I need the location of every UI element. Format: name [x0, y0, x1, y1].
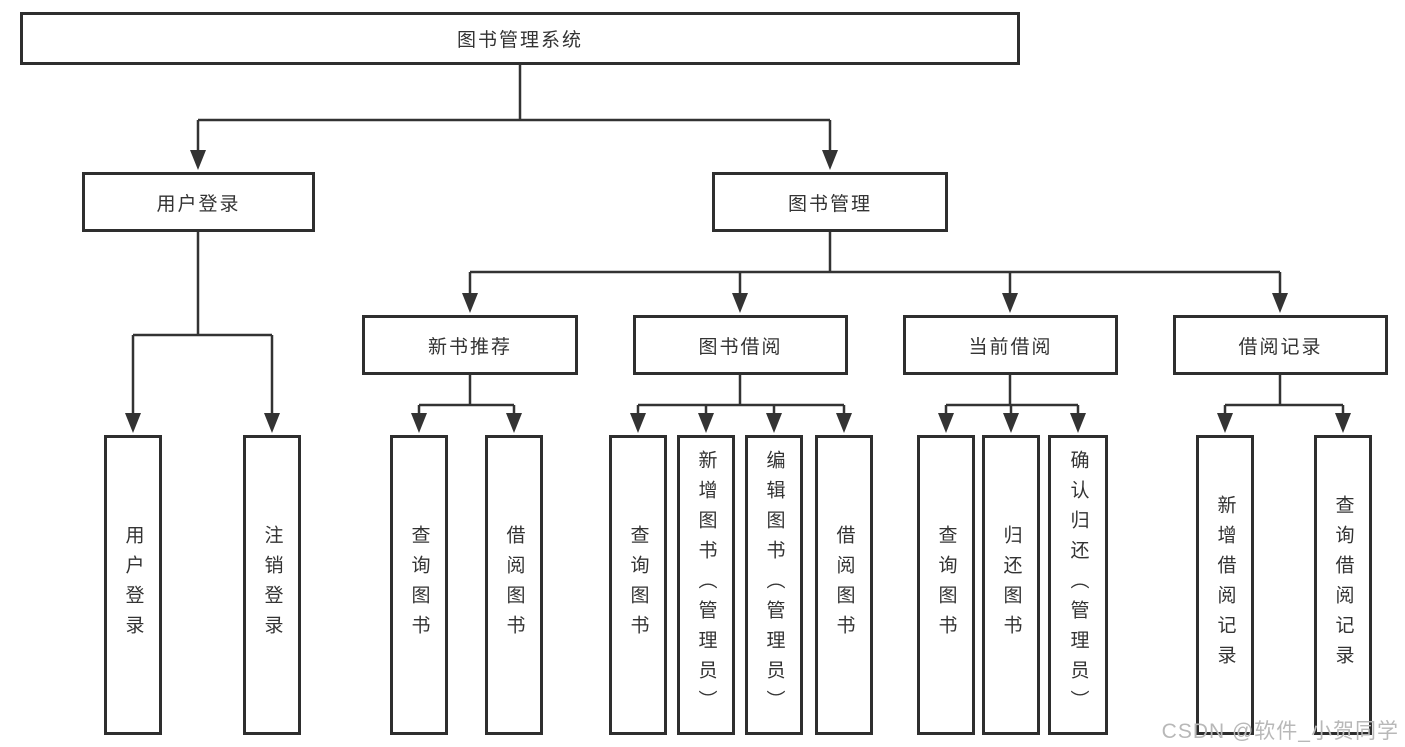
leaf-borrow-book-newbook: 借阅图书	[485, 435, 543, 735]
leaf-user-login: 用户登录	[104, 435, 162, 735]
node-label: 图书管理	[787, 193, 872, 215]
leaf-label: 新增图书（管理员）	[695, 450, 717, 720]
leaf-add-book-admin: 新增图书（管理员）	[677, 435, 735, 735]
node-label: 新书推荐	[427, 336, 512, 358]
leaf-label: 注销登录	[261, 525, 283, 645]
leaf-label: 查询图书	[935, 525, 957, 645]
leaf-add-borrow-record: 新增借阅记录	[1196, 435, 1254, 735]
leaf-logout: 注销登录	[243, 435, 301, 735]
leaf-label: 查询图书	[627, 525, 649, 645]
node-label: 当前借阅	[968, 336, 1053, 358]
leaf-label: 查询图书	[408, 525, 430, 645]
leaf-label: 借阅图书	[503, 525, 525, 645]
leaf-query-book-newbook: 查询图书	[390, 435, 448, 735]
leaf-label: 用户登录	[122, 525, 144, 645]
leaf-query-borrow-record: 查询借阅记录	[1314, 435, 1372, 735]
leaf-confirm-return-admin: 确认归还（管理员）	[1048, 435, 1108, 735]
node-label: 用户登录	[156, 193, 241, 215]
leaf-query-book-borrowing: 查询图书	[609, 435, 667, 735]
node-new-book-recommendation: 新书推荐	[362, 315, 578, 375]
node-borrowing-records: 借阅记录	[1173, 315, 1388, 375]
leaf-query-book-current: 查询图书	[917, 435, 975, 735]
node-user-login: 用户登录	[82, 172, 315, 232]
node-book-management: 图书管理	[712, 172, 948, 232]
leaf-label: 确认归还（管理员）	[1067, 450, 1089, 720]
leaf-label: 借阅图书	[833, 525, 855, 645]
leaf-label: 新增借阅记录	[1214, 495, 1236, 675]
leaf-label: 归还图书	[1000, 525, 1022, 645]
csdn-watermark: CSDN @软件_小贺同学	[1161, 720, 1399, 743]
node-current-borrowing: 当前借阅	[903, 315, 1118, 375]
node-book-borrowing: 图书借阅	[633, 315, 848, 375]
node-label: 图书管理系统	[456, 30, 583, 51]
connector-lines	[131, 65, 1345, 416]
leaf-label: 编辑图书（管理员）	[763, 450, 785, 720]
node-label: 图书借阅	[698, 336, 783, 358]
leaf-edit-book-admin: 编辑图书（管理员）	[745, 435, 803, 735]
node-label: 借阅记录	[1238, 336, 1323, 358]
leaf-label: 查询借阅记录	[1332, 495, 1354, 675]
node-library-management-system: 图书管理系统	[20, 12, 1020, 65]
leaf-return-book: 归还图书	[982, 435, 1040, 735]
leaf-borrow-book-borrowing: 借阅图书	[815, 435, 873, 735]
